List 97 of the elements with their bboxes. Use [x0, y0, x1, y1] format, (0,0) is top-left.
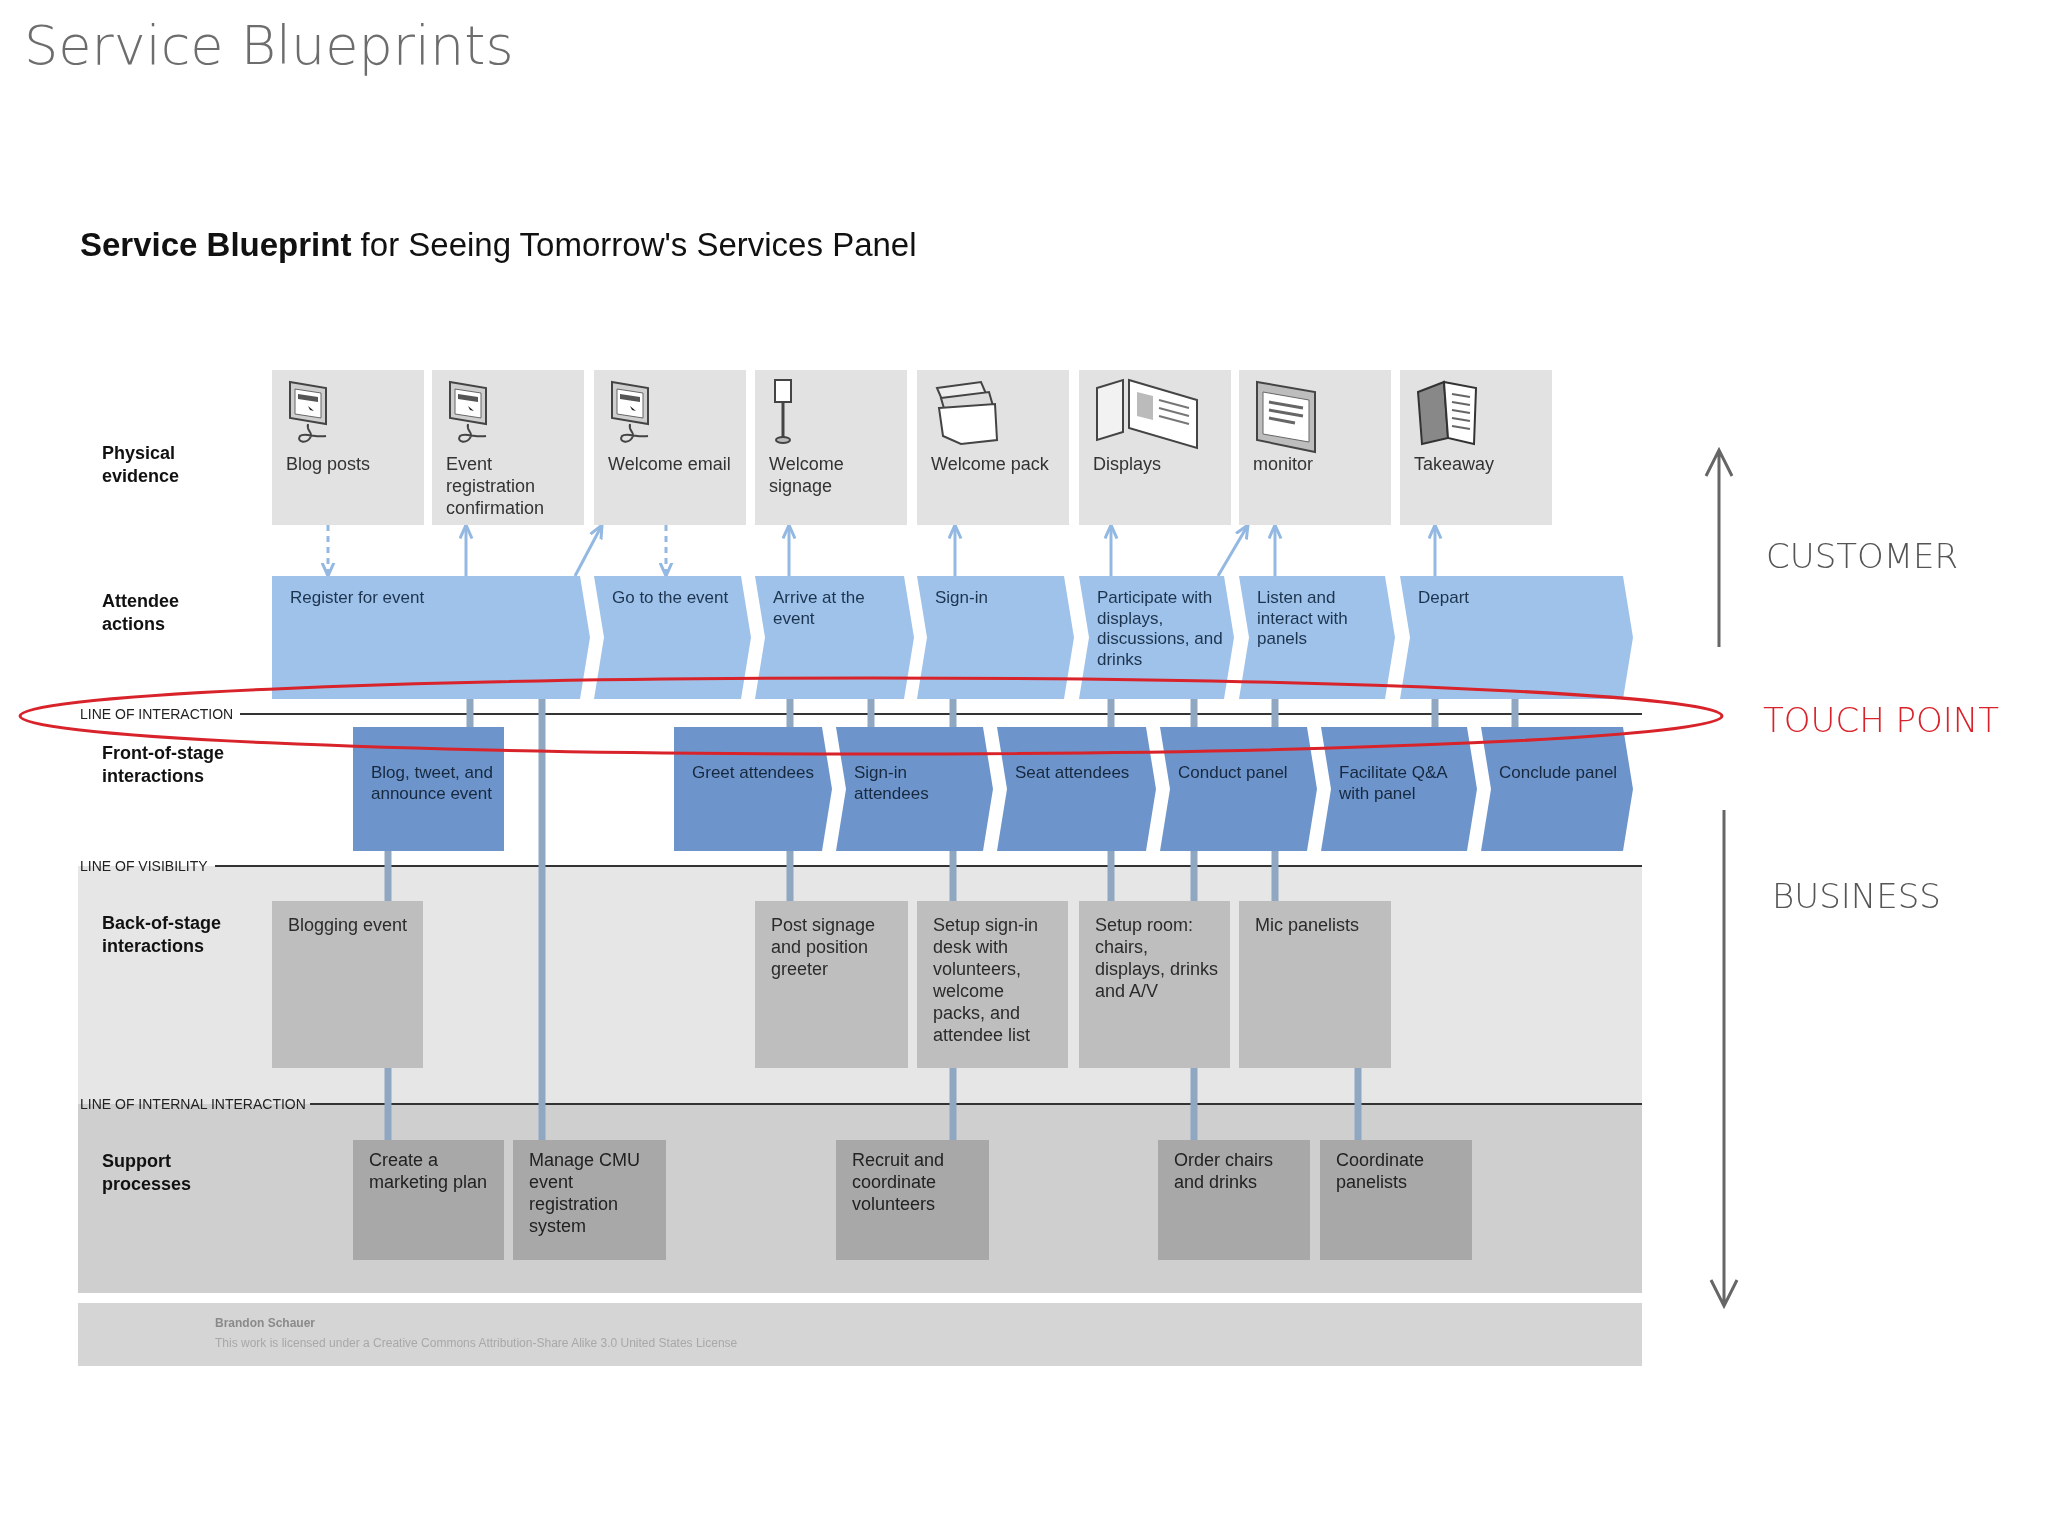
connector-line: [786, 699, 794, 727]
node-label: Sign-in: [935, 588, 989, 609]
evidence-card: [272, 370, 424, 525]
connector-line: [867, 699, 875, 727]
node-label: Coordinate panelists: [1336, 1150, 1426, 1194]
arrow: [1103, 523, 1119, 576]
connector-line: [949, 699, 957, 727]
node-label: Conclude panel: [1499, 763, 1619, 784]
arrow: [1267, 523, 1283, 576]
blueprint-heading: Service Blueprint for Seeing Tomorrow's Services Panel: [80, 226, 917, 264]
arrow: [458, 523, 474, 576]
node-label: Conduct panel: [1178, 763, 1289, 784]
node-label: Setup sign-in desk with volunteers, welcome packs, and attendee list: [933, 915, 1040, 1047]
row-label: Front-of-stage interactions: [102, 742, 225, 787]
handwritten-note: CUSTOMER: [1766, 536, 1959, 576]
node-label: Post signage and position greeter: [771, 915, 877, 981]
line-label: LINE OF INTERACTION: [80, 706, 234, 722]
node-label: Listen and interact with panels: [1257, 588, 1349, 651]
node-label: Participate with displays, discussions, and drinks: [1097, 588, 1224, 671]
connector-line: [1271, 851, 1279, 901]
arrow: [1427, 523, 1443, 576]
process-box: [513, 1140, 666, 1260]
node-label: Displays: [1093, 454, 1163, 476]
handwritten-note: BUSINESS: [1772, 876, 1941, 916]
line-label: LINE OF VISIBILITY: [80, 858, 208, 874]
arrow: [658, 525, 674, 578]
connector-line: [1511, 699, 1519, 727]
node-label: Setup room: chairs, displays, drinks and A/V: [1095, 915, 1220, 1003]
node-label: Facilitate Q&A with panel: [1339, 763, 1449, 805]
process-box: [755, 901, 908, 1068]
node-label: Blog, tweet, and announce event: [371, 763, 494, 805]
connector-line: [384, 1068, 392, 1140]
connector-line: [949, 1068, 957, 1140]
connector-line: [1190, 851, 1198, 901]
node-label: monitor: [1253, 454, 1315, 476]
node-label: Go to the event: [612, 588, 730, 609]
node-label: Order chairs and drinks: [1174, 1150, 1275, 1194]
row-label: Support processes: [102, 1150, 193, 1195]
connector-line: [466, 699, 474, 727]
node-label: Arrive at the event: [773, 588, 866, 630]
connector-line: [1431, 699, 1439, 727]
node-label: Welcome signage: [769, 454, 845, 498]
connector-line: [1107, 851, 1115, 901]
arrow: [781, 523, 797, 576]
node-label: Depart: [1418, 588, 1471, 609]
process-box: [1320, 1140, 1472, 1260]
line-label: LINE OF INTERNAL INTERACTION: [80, 1096, 306, 1112]
evidence-card: [594, 370, 746, 525]
connector-line: [1354, 1068, 1362, 1140]
credit-text: Brandon Schauer: [215, 1316, 316, 1330]
handwritten-note: TOUCH POINT: [1763, 700, 2000, 740]
evidence-card: [432, 370, 584, 525]
connector-line: [1271, 699, 1279, 727]
node-label: Welcome pack: [931, 454, 1050, 476]
row-label: Attendee actions: [102, 590, 180, 635]
node-label: Create a marketing plan: [369, 1150, 489, 1194]
process-box: [836, 1140, 989, 1260]
node-label: Recruit and coordinate volunteers: [852, 1150, 946, 1216]
connector-line: [1190, 1068, 1198, 1140]
node-label: Blog posts: [286, 454, 372, 476]
chevron-step: [272, 576, 590, 699]
process-box: [353, 727, 504, 851]
connector-line: [786, 851, 794, 901]
connector-line: [949, 851, 957, 901]
chevron-step: [674, 727, 832, 851]
process-box: [272, 901, 423, 1068]
connector-line: [1190, 699, 1198, 727]
node-label: Blogging event: [288, 915, 409, 937]
node-label: Takeaway: [1414, 454, 1496, 476]
connector-line: [538, 699, 546, 1140]
row-label: Physical evidence: [102, 442, 181, 487]
arrow: [947, 523, 963, 576]
evidence-card: [755, 370, 907, 525]
process-box: [1158, 1140, 1310, 1260]
evidence-card: [1239, 370, 1391, 525]
evidence-card: [1079, 370, 1231, 525]
connector-line: [384, 851, 392, 901]
node-label: Register for event: [290, 588, 426, 609]
process-box: [1079, 901, 1230, 1068]
arrow: [573, 523, 604, 577]
node-label: Event registration confirmation: [446, 454, 546, 520]
process-box: [353, 1140, 504, 1260]
row-label: Back-of-stage interactions: [102, 912, 223, 957]
arrow: [320, 525, 336, 578]
arrow: [1216, 523, 1250, 577]
node-label: Mic panelists: [1255, 915, 1361, 937]
evidence-card: [917, 370, 1069, 525]
node-label: Manage CMU event registration system: [529, 1150, 642, 1238]
page-title: Service Blueprints: [24, 14, 514, 77]
process-box: [917, 901, 1068, 1068]
node-label: Greet attendees: [692, 763, 815, 784]
evidence-card: [1400, 370, 1552, 525]
node-label: Welcome email: [608, 454, 732, 476]
connector-line: [1107, 699, 1115, 727]
process-box: [1239, 901, 1391, 1068]
node-label: Sign-in attendees: [854, 763, 930, 805]
node-label: Seat attendees: [1015, 763, 1131, 784]
